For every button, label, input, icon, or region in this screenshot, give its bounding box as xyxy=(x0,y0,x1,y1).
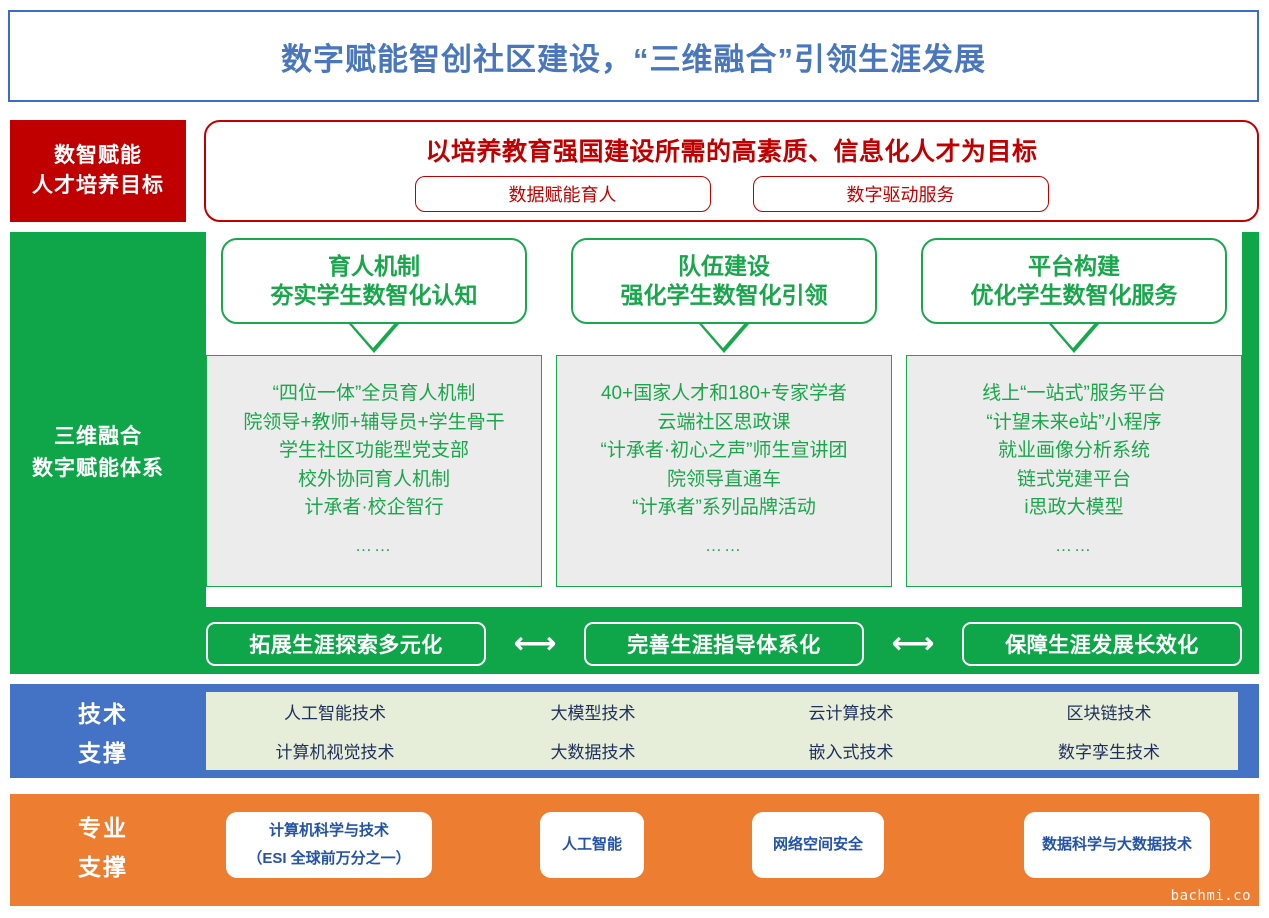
column-head-team[interactable]: 队伍建设 强化学生数智化引领 xyxy=(571,238,877,324)
column-head-team-line2: 强化学生数智化引领 xyxy=(620,282,828,308)
column-body-mechanism: “四位一体”全员育人机制 院领导+教师+辅导员+学生骨干 学生社区功能型党支部 … xyxy=(206,355,542,587)
column-item: 计承者·校企智行 xyxy=(304,497,444,518)
column-item: 校外协同育人机制 xyxy=(297,468,450,490)
tech-item-embedded: 嵌入式技术 xyxy=(808,743,894,762)
goal-pill-data-empower[interactable]: 数据赋能育人 xyxy=(414,176,711,212)
column-ellipsis: …… xyxy=(705,535,743,555)
goal-pill-digital-service[interactable]: 数字驱动服务 xyxy=(752,176,1049,212)
major-support-label-line2: 支撑 xyxy=(78,853,128,880)
down-arrow-icon-mechanism xyxy=(349,324,399,353)
column-body-team: 40+国家人才和180+专家学者 云端社区思政课 “计承者·初心之声”师生宣讲团… xyxy=(556,355,892,587)
column-item: 线上“一站式”服务平台 xyxy=(982,383,1166,404)
tech-item-large-model: 大模型技术 xyxy=(550,704,636,723)
tech-support-panel: 人工智能技术 大模型技术 云计算技术 区块链技术 计算机视觉技术 大数据技术 嵌… xyxy=(206,692,1238,770)
watermark: bachmi.co xyxy=(1170,888,1251,904)
framework-label-line1: 三维融合 xyxy=(54,425,142,449)
tech-item-blockchain: 区块链技术 xyxy=(1066,704,1152,723)
major-box-title: 数据科学与大数据技术 xyxy=(1041,835,1192,853)
column-ellipsis: …… xyxy=(1055,535,1093,555)
column-ellipsis: …… xyxy=(355,535,393,555)
page-title: 数字赋能智创社区建设，“三维融合”引领生涯发展 xyxy=(281,41,986,77)
major-box-data-science[interactable]: 数据科学与大数据技术 xyxy=(1024,812,1210,878)
career-strip: 拓展生涯探索多元化 ⟷ 完善生涯指导体系化 ⟷ 保障生涯发展长效化 xyxy=(206,620,1242,668)
framework-label-line2: 数字赋能体系 xyxy=(32,456,164,480)
career-pill-longterm[interactable]: 保障生涯发展长效化 xyxy=(962,622,1242,666)
tech-item-cv: 计算机视觉技术 xyxy=(275,743,395,762)
column-item: 链式党建平台 xyxy=(1016,468,1131,490)
major-support-label: 专业 支撑 xyxy=(10,798,196,892)
down-arrow-icon-team xyxy=(699,324,749,353)
talent-goal-label-line2: 人才培养目标 xyxy=(32,173,164,197)
double-arrow-icon-2: ⟷ xyxy=(891,627,935,660)
column-item: “计承者”系列品牌活动 xyxy=(632,497,816,518)
major-box-title: 网络空间安全 xyxy=(772,835,863,853)
talent-goal-pill-group: 数据赋能育人 数字驱动服务 xyxy=(414,176,1049,212)
tech-support-label-line2: 支撑 xyxy=(78,739,128,766)
double-arrow-icon-1: ⟷ xyxy=(513,627,557,660)
tech-item-bigdata: 大数据技术 xyxy=(550,743,636,762)
column-item: 就业画像分析系统 xyxy=(997,440,1150,461)
talent-goal-panel: 以培养教育强国建设所需的高素质、信息化人才为目标 数据赋能育人 数字驱动服务 xyxy=(204,120,1259,222)
tech-support-label-line1: 技术 xyxy=(78,700,128,727)
column-head-platform-line2: 优化学生数智化服务 xyxy=(970,282,1178,308)
major-box-group: 计算机科学与技术 （ESI 全球前万分之一） 人工智能 网络空间安全 数据科学与… xyxy=(206,794,1259,906)
column-item: i思政大模型 xyxy=(1024,497,1124,518)
framework-body: 育人机制 夯实学生数智化认知 “四位一体”全员育人机制 院领导+教师+辅导员+学… xyxy=(186,232,1259,674)
framework-columns: 育人机制 夯实学生数智化认知 “四位一体”全员育人机制 院领导+教师+辅导员+学… xyxy=(206,232,1242,607)
column-head-mechanism[interactable]: 育人机制 夯实学生数智化认知 xyxy=(221,238,527,324)
column-head-mechanism-line2: 夯实学生数智化认知 xyxy=(270,282,478,308)
major-support-section: 专业 支撑 计算机科学与技术 （ESI 全球前万分之一） 人工智能 网络空间安全… xyxy=(10,794,1259,906)
framework-section: 三维融合 数字赋能体系 育人机制 夯实学生数智化认知 “四位一体”全员育人机制 … xyxy=(10,232,1259,674)
column-item: 云端社区思政课 xyxy=(657,411,791,433)
career-pill-explore[interactable]: 拓展生涯探索多元化 xyxy=(206,622,486,666)
column-item: “计承者·初心之声”师生宣讲团 xyxy=(600,440,848,461)
column-item: 院领导+教师+辅导员+学生骨干 xyxy=(243,411,505,433)
tech-support-label: 技术 支撑 xyxy=(10,684,196,778)
column-item: “四位一体”全员育人机制 xyxy=(272,383,476,404)
column-item: 院领导直通车 xyxy=(666,468,781,490)
framework-label: 三维融合 数字赋能体系 xyxy=(10,232,186,674)
column-item: 40+国家人才和180+专家学者 xyxy=(600,383,848,404)
framework-column-platform: 平台构建 优化学生数智化服务 线上“一站式”服务平台 “计望未来e站”小程序 就… xyxy=(906,232,1242,607)
column-head-platform-line1: 平台构建 xyxy=(1028,253,1120,280)
tech-support-section: 技术 支撑 人工智能技术 大模型技术 云计算技术 区块链技术 计算机视觉技术 大… xyxy=(10,684,1259,778)
tech-item-cloud: 云计算技术 xyxy=(808,704,894,723)
column-head-team-line1: 队伍建设 xyxy=(678,253,770,280)
major-box-title: 计算机科学与技术 xyxy=(268,821,389,839)
tech-item-digital-twin: 数字孪生技术 xyxy=(1058,743,1160,762)
title-banner: 数字赋能智创社区建设，“三维融合”引领生涯发展 xyxy=(8,10,1259,102)
talent-goal-label: 数智赋能 人才培养目标 xyxy=(10,120,186,222)
column-item: 学生社区功能型党支部 xyxy=(278,440,469,461)
major-box-computer-science[interactable]: 计算机科学与技术 （ESI 全球前万分之一） xyxy=(226,812,432,878)
tech-item-ai: 人工智能技术 xyxy=(284,704,386,723)
talent-goal-headline: 以培养教育强国建设所需的高素质、信息化人才为目标 xyxy=(425,138,1038,166)
down-arrow-icon-platform xyxy=(1049,324,1099,353)
major-support-label-line1: 专业 xyxy=(78,814,128,841)
framework-column-team: 队伍建设 强化学生数智化引领 40+国家人才和180+专家学者 云端社区思政课 … xyxy=(556,232,892,607)
career-pill-guidance[interactable]: 完善生涯指导体系化 xyxy=(584,622,864,666)
column-body-platform: 线上“一站式”服务平台 “计望未来e站”小程序 就业画像分析系统 链式党建平台 … xyxy=(906,355,1242,587)
talent-goal-row: 数智赋能 人才培养目标 以培养教育强国建设所需的高素质、信息化人才为目标 数据赋… xyxy=(10,120,1259,222)
major-box-artificial-intelligence[interactable]: 人工智能 xyxy=(540,812,644,878)
major-box-subtitle: （ESI 全球前万分之一） xyxy=(247,850,411,867)
major-box-title: 人工智能 xyxy=(561,835,622,853)
column-item: “计望未来e站”小程序 xyxy=(986,411,1162,433)
talent-goal-label-line1: 数智赋能 xyxy=(54,144,142,168)
column-head-mechanism-line1: 育人机制 xyxy=(328,253,420,280)
column-head-platform[interactable]: 平台构建 优化学生数智化服务 xyxy=(921,238,1227,324)
major-box-cyberspace-security[interactable]: 网络空间安全 xyxy=(752,812,884,878)
framework-column-mechanism: 育人机制 夯实学生数智化认知 “四位一体”全员育人机制 院领导+教师+辅导员+学… xyxy=(206,232,542,607)
